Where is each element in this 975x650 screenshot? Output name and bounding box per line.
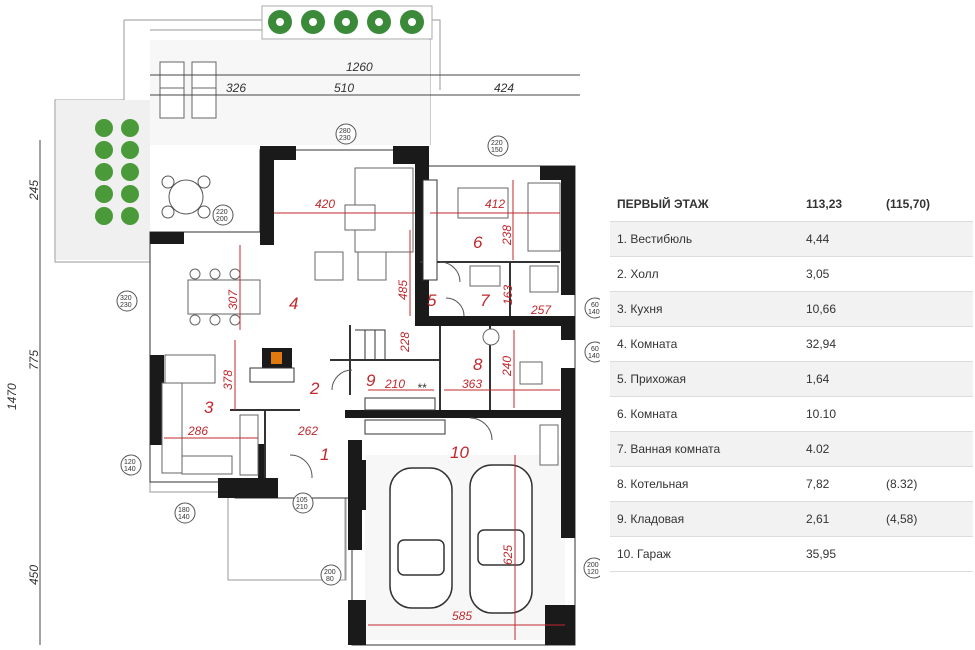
area-table-header: ПЕРВЫЙ ЭТАЖ 113,23 (115,70): [610, 187, 973, 222]
win4-bottom: 230: [120, 302, 132, 309]
stairs: [355, 329, 386, 361]
dim-left-c: 450: [27, 565, 41, 585]
room-number-4: 4: [289, 294, 298, 313]
room-number-7: 7: [480, 291, 490, 310]
plants-row: [261, 5, 433, 40]
room-number-1: 1: [320, 445, 329, 464]
room-number-9: 9: [366, 371, 376, 390]
win6-bottom: 140: [588, 353, 600, 360]
dim-238: 238: [500, 225, 514, 246]
win5-bottom: 140: [588, 309, 600, 316]
dim-163: 163: [501, 285, 515, 305]
win3-top: 220: [216, 209, 228, 216]
win4-top: 320: [120, 295, 132, 302]
dim-228: 228: [398, 332, 412, 353]
win1-bottom: 230: [339, 135, 351, 142]
dim-top-c: 424: [494, 81, 514, 95]
dim-top-total: 1260: [346, 60, 373, 74]
room-number-8: 8: [473, 355, 483, 374]
dim-left-total: 1470: [5, 383, 19, 410]
dim-240: 240: [500, 356, 514, 377]
room-number-2: 2: [309, 379, 320, 398]
stars-mark: **: [417, 381, 427, 395]
win9-top: 105: [296, 497, 308, 504]
fireplace: [249, 348, 295, 383]
dim-625: 625: [501, 545, 515, 565]
plants-left: [95, 119, 139, 225]
win1-top: 280: [339, 128, 351, 135]
header-area: 113,23: [806, 197, 843, 211]
win6-top: 60: [591, 346, 599, 353]
floor-plan: 1260 326 510 424 1470 245 775 450 420 41…: [5, 5, 600, 646]
window-markers: [116, 123, 600, 586]
furniture: [161, 167, 561, 476]
dim-378: 378: [221, 370, 235, 390]
win8-top: 180: [178, 507, 190, 514]
dim-210: 210: [384, 377, 405, 391]
patio-table: [161, 175, 211, 219]
dim-top-a: 326: [226, 81, 246, 95]
win9-bottom: 210: [296, 504, 308, 511]
header-name: ПЕРВЫЙ ЭТАЖ: [617, 197, 709, 211]
dim-top-b: 510: [334, 81, 354, 95]
dim-412: 412: [485, 197, 505, 211]
win11-top: 200: [587, 562, 599, 569]
win7-bottom: 140: [124, 466, 136, 473]
win2-bottom: 150: [491, 147, 503, 154]
room-number-6: 6: [473, 233, 483, 252]
dim-262: 262: [297, 424, 318, 438]
dim-left-b: 775: [27, 350, 41, 370]
cars: [389, 464, 533, 614]
room-number-5: 5: [427, 291, 437, 310]
dim-585: 585: [452, 609, 472, 623]
win8-bottom: 140: [178, 514, 190, 521]
walls: [150, 146, 575, 645]
room-number-10: 10: [450, 443, 469, 462]
win11-bottom: 120: [587, 569, 599, 576]
win7-top: 120: [124, 459, 136, 466]
dim-257: 257: [530, 303, 552, 317]
dim-363: 363: [462, 377, 482, 391]
area-table: ПЕРВЫЙ ЭТАЖ 113,23 (115,70) 1. Вестибюль…: [610, 187, 973, 572]
doors: [289, 261, 493, 479]
lounge-chairs: [159, 61, 217, 119]
win10-bottom: 80: [326, 576, 334, 583]
hatched-storage: [364, 179, 446, 435]
win5-top: 60: [591, 302, 599, 309]
header-extra: (115,70): [886, 197, 931, 211]
red-dimension-lines: [164, 180, 565, 640]
win3-bottom: 200: [216, 216, 228, 223]
dim-286: 286: [187, 424, 208, 438]
dim-420: 420: [315, 197, 335, 211]
dimension-lines: [39, 74, 580, 645]
dim-485: 485: [396, 280, 410, 300]
win2-top: 220: [491, 140, 503, 147]
room-number-3: 3: [204, 398, 214, 417]
dim-307: 307: [226, 289, 240, 310]
dim-left-a: 245: [27, 180, 41, 201]
win10-top: 200: [324, 569, 336, 576]
